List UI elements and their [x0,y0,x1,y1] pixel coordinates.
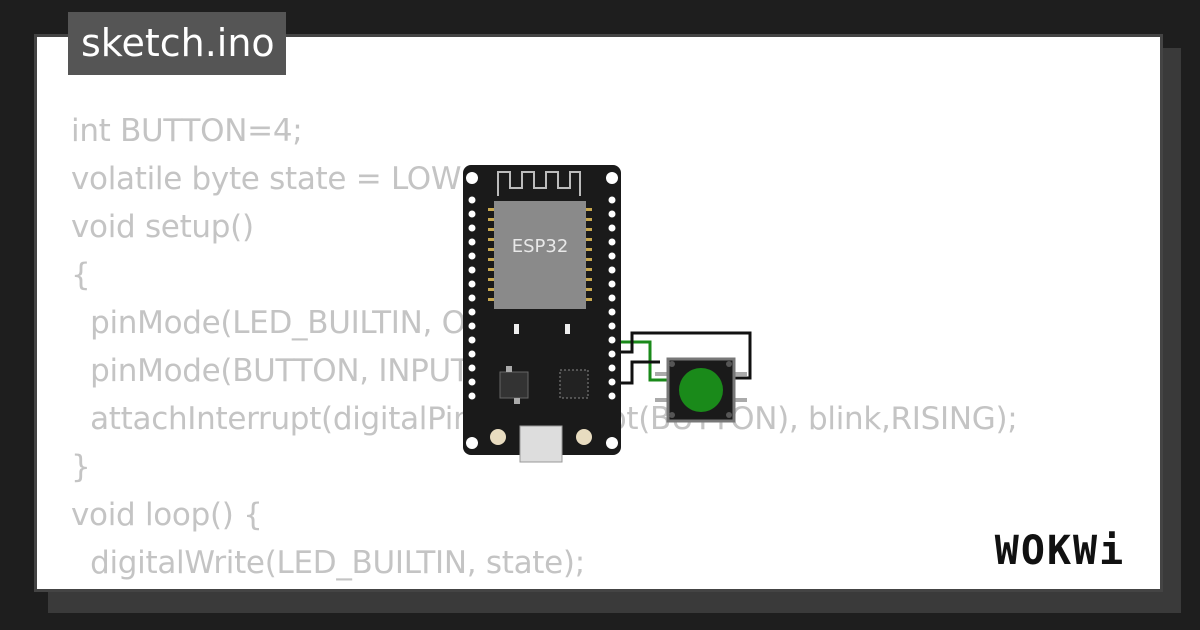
button-cap[interactable] [679,368,723,412]
wires [612,331,752,385]
pin-headers [466,172,618,449]
power-wire [612,331,752,380]
boot-button[interactable] [490,429,506,445]
esp32-board[interactable]: ESP32 [463,165,621,463]
module-pads [488,208,592,301]
reset-button[interactable] [576,429,592,445]
antenna [497,171,581,196]
code-line: digitalWrite(LED_BUILTIN, state); [71,545,585,581]
board-label: ESP32 [512,236,569,257]
usb-chip [559,369,589,399]
code-line: { [71,257,91,293]
usb-port [519,425,563,463]
ground-wire [612,360,660,385]
code-line: void loop() { [71,497,263,533]
code-line: void setup() [71,209,254,245]
esp32-module [494,201,586,309]
wokwi-logo: WOKWi [995,528,1125,574]
code-line: } [71,449,91,485]
file-tab[interactable]: sketch.ino [68,12,286,75]
code-line: int BUTTON=4; [71,113,303,149]
code-line: volatile byte state = LOW; [71,161,472,197]
pushbutton[interactable] [655,357,747,423]
logo-text: WOKWi [995,528,1125,574]
